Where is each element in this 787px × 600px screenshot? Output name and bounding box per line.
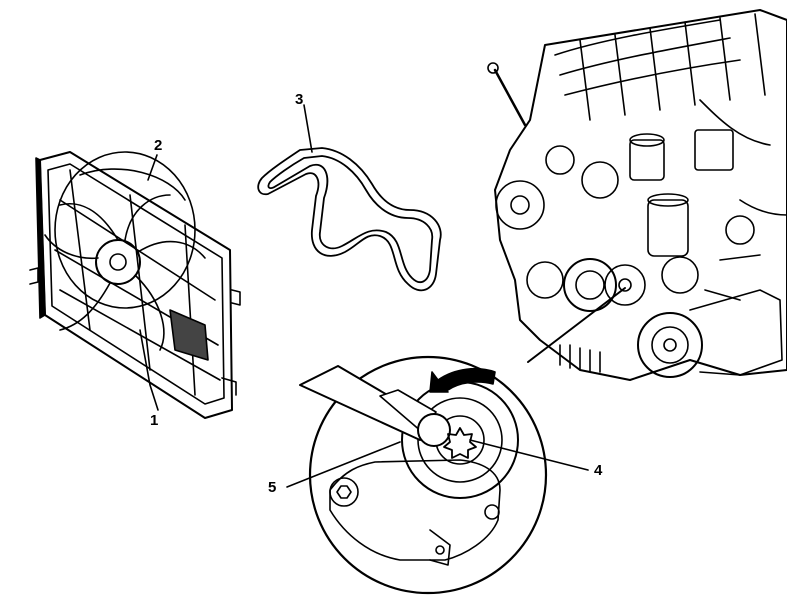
poly-v-belt <box>257 147 442 292</box>
pulley-tensioner <box>563 258 617 312</box>
fan-assembly <box>29 151 241 419</box>
leader-line-4 <box>469 439 589 471</box>
leader-line-2 <box>147 154 158 181</box>
leader-line-1 <box>139 329 159 411</box>
rotation-direction-arrow-icon <box>437 367 496 391</box>
mount-bolt-left <box>329 477 359 507</box>
callout-3: 3 <box>295 91 304 108</box>
callout-2: 2 <box>154 137 163 154</box>
callout-5: 5 <box>268 479 277 496</box>
leader-line-5 <box>286 441 401 488</box>
pulley-a <box>495 180 545 230</box>
callout-1: 1 <box>150 412 159 429</box>
leader-line-3 <box>303 104 313 153</box>
tensioner-bolt <box>443 427 477 459</box>
callout-4: 4 <box>594 462 603 479</box>
pulley-ac <box>637 312 703 378</box>
magnifier-leader <box>527 287 626 363</box>
engine-assembly <box>487 9 787 381</box>
detail-view <box>299 355 548 595</box>
fan-disc <box>54 151 196 309</box>
